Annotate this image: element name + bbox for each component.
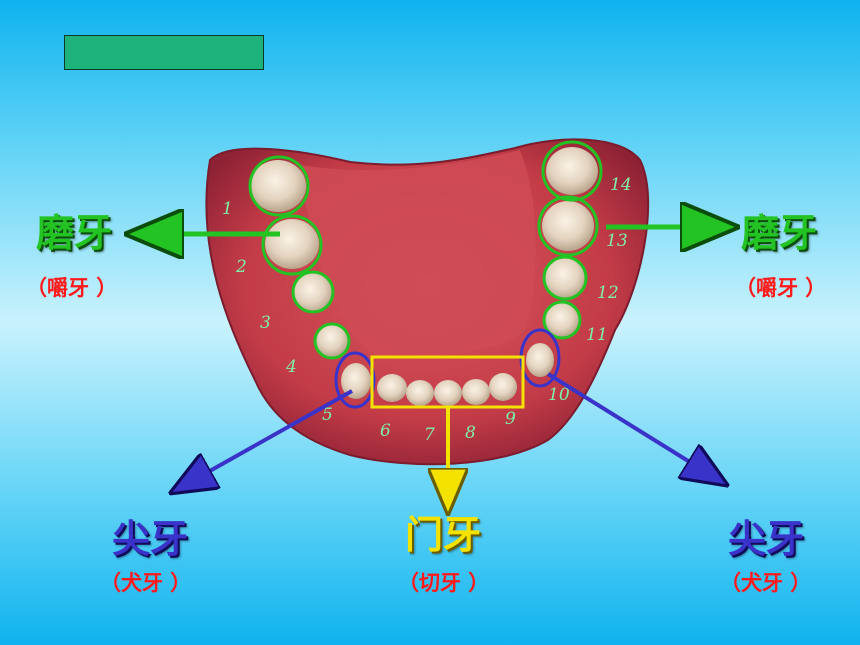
molar-marker-14 <box>541 140 603 202</box>
tooth-number-2: 2 <box>235 257 247 277</box>
tooth-number-6: 6 <box>380 421 391 441</box>
tooth-number-14: 14 <box>610 175 632 195</box>
molar-marker-4 <box>313 322 351 360</box>
label-molar-left-alt: （嚼牙 ） <box>26 276 118 300</box>
arrow-canine-right <box>546 372 722 482</box>
tooth-number-4: 4 <box>285 357 297 377</box>
teeth-right <box>526 147 598 377</box>
molar-marker-2 <box>261 214 323 276</box>
tooth-number-8: 8 <box>465 423 476 443</box>
molar-marker-3 <box>291 270 335 314</box>
molar-marker-1 <box>248 155 310 217</box>
arrow-canine-left <box>176 389 353 490</box>
tooth-number-13: 13 <box>606 231 628 251</box>
tooth-number-7: 7 <box>424 425 435 445</box>
label-incisor-alt: （切牙 ） <box>398 571 490 595</box>
label-canine-left-alt: （犬牙 ） <box>100 571 192 595</box>
tooth-number-5: 5 <box>322 405 333 425</box>
tooth-number-9: 9 <box>505 409 516 429</box>
molar-marker-11 <box>542 300 582 340</box>
label-canine-right-alt: （犬牙 ） <box>720 571 812 595</box>
tooth-number-12: 12 <box>597 283 619 303</box>
molar-markers <box>248 140 603 360</box>
tooth-number-1: 1 <box>222 199 233 219</box>
tooth-number-10: 10 <box>548 385 570 405</box>
label-molar-right-alt: （嚼牙 ） <box>735 276 827 300</box>
molar-marker-13 <box>537 195 599 257</box>
teeth-front <box>377 373 517 406</box>
title-box <box>64 35 264 70</box>
molar-marker-12 <box>542 255 588 301</box>
label-molar-right: 磨牙 <box>741 211 818 255</box>
label-canine-left: 尖牙 <box>112 517 189 561</box>
label-molar-left: 磨牙 <box>36 211 113 255</box>
palate <box>300 150 536 357</box>
teeth-left <box>250 160 371 399</box>
canine-marker-left <box>334 351 376 409</box>
label-canine-right: 尖牙 <box>728 517 805 561</box>
tooth-number-11: 11 <box>586 325 608 345</box>
label-incisor: 门牙 <box>405 513 482 557</box>
tooth-number-3: 3 <box>260 313 271 333</box>
